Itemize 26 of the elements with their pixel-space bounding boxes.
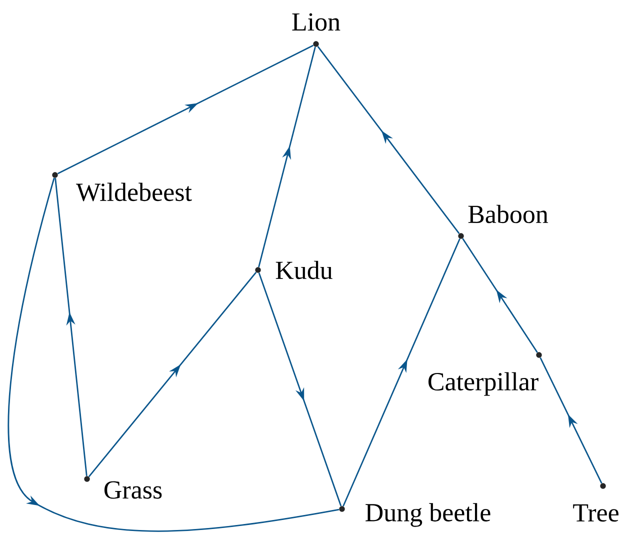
node-label: Kudu [276,260,332,280]
node-label: Grass [104,481,162,499]
food-web-node: Tree [573,483,618,522]
food-web-node: Grass [84,476,162,499]
food-web-node: Baboon [458,204,548,239]
arrow [258,272,342,506]
food-web-node: Dung beetle [339,503,490,527]
food-web-node: Caterpillar [428,352,542,396]
node-label: Caterpillar [428,372,538,396]
node-label: Tree [573,504,618,522]
node-label: Dung beetle [366,503,490,527]
arrow [317,46,460,234]
food-web-node: Kudu [255,260,332,280]
food-web-node: Lion [292,13,340,47]
arrow [54,178,88,476]
arrow [8,178,340,532]
arrow [342,238,460,506]
node-label: Wildebeest [76,182,192,202]
arrow [462,238,538,353]
node-label: Baboon [468,204,548,224]
arrow [258,46,316,268]
arrow [57,44,314,174]
arrow [88,272,257,478]
arrow [540,357,602,484]
node-label: Lion [292,13,340,31]
food-web-node: Wildebeest [52,172,192,202]
